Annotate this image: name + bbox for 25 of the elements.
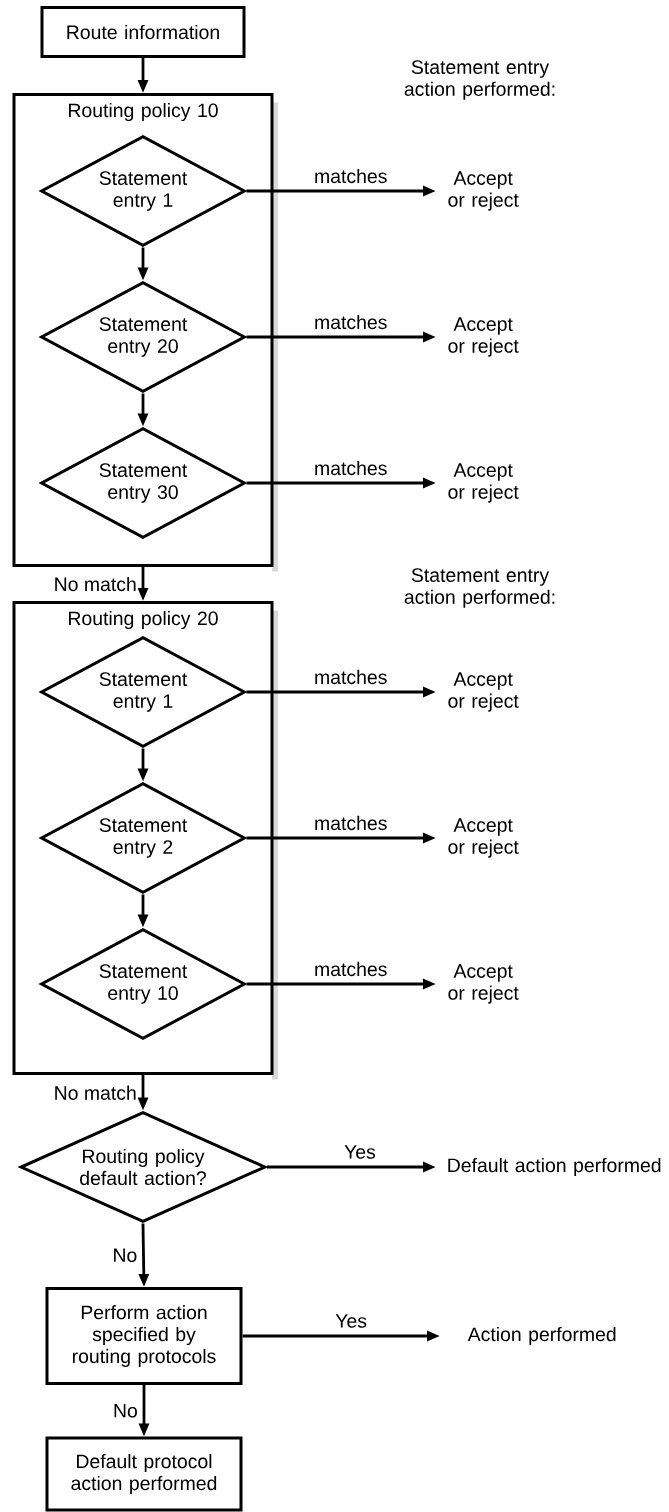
edge-label: Yes [334,1313,368,1329]
edge-label: matches [313,313,389,331]
outcome-text: Accept or reject [448,964,519,1004]
outcome-text: Accept or reject [448,463,519,503]
edge-label: matches [313,960,389,978]
edge-label: No [111,1403,139,1419]
process-box: Default protocol action performed [45,1436,243,1512]
edge-label: matches [313,668,389,686]
edge-label: Yes [343,1144,377,1160]
outcome-text: Action performed [467,1326,616,1346]
process-box: Route information [40,6,246,58]
edge-label: No match [52,1084,138,1101]
note-text: Statement entry action performed: [404,568,555,608]
edge-label: No match [52,575,138,593]
outcome-text: Accept or reject [448,818,519,858]
edge-label: matches [313,814,389,832]
edge-label: No [111,1247,139,1264]
note-text: Statement entry action performed: [404,60,555,100]
outcome-text: Default action performed [448,1157,661,1177]
edge-label: matches [313,459,389,477]
edge-label: matches [313,167,389,185]
outcome-text: Accept or reject [448,171,519,211]
process-box: Perform action specified by routing protocols [45,1287,243,1385]
outcome-text: Accept or reject [448,672,519,712]
outcome-text: Accept or reject [448,317,519,357]
